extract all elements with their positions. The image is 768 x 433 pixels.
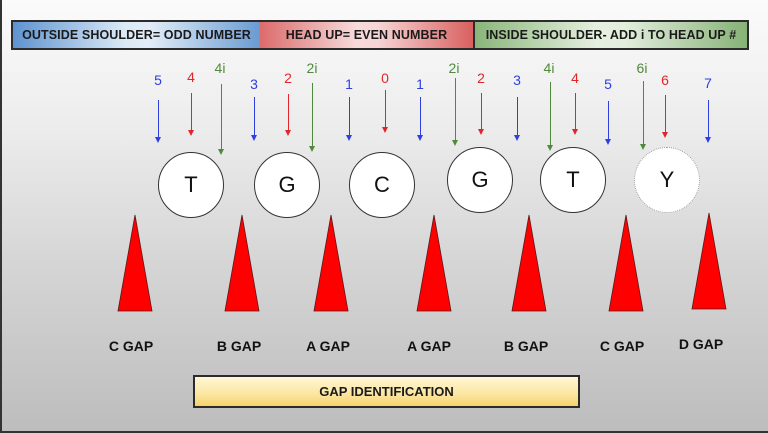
lineman-label: G (471, 167, 489, 192)
gap-triangle-icon (117, 214, 153, 312)
technique-number: 2 (477, 70, 485, 86)
technique-number: 4 (187, 69, 195, 85)
gap-label: A GAP (306, 338, 350, 354)
gap-triangle-icon (691, 212, 727, 310)
gap-triangle-icon (224, 214, 260, 312)
technique-number: 1 (416, 76, 424, 92)
gap-label: B GAP (503, 338, 549, 354)
technique-number: 0 (381, 70, 389, 86)
lineman-label: C (374, 172, 390, 197)
lineman-label: T (184, 172, 198, 197)
gap-triangle-icon (608, 214, 644, 312)
gap-label: A GAP (407, 338, 451, 354)
technique-number: 2i (448, 60, 460, 76)
technique-number: 3 (513, 72, 521, 88)
lineman-guard-left: G (254, 152, 320, 218)
technique-number: 7 (704, 75, 712, 91)
gap-label: D GAP (678, 336, 724, 352)
technique-number: 2 (284, 70, 292, 86)
technique-number: 2i (306, 60, 318, 76)
gap-identification-title: GAP IDENTIFICATION (193, 375, 580, 408)
gap-label: C GAP (108, 338, 154, 354)
gap-label: B GAP (216, 338, 262, 354)
footer-title: GAP IDENTIFICATION (319, 384, 454, 399)
technique-number: 5 (154, 72, 162, 88)
lineman-tackle-right: T (540, 147, 606, 213)
technique-number: 4 (571, 70, 579, 86)
technique-number: 4i (214, 60, 226, 76)
legend-inside-shoulder: INSIDE SHOULDER- ADD i TO HEAD UP # (473, 20, 749, 50)
lineman-guard-right: G (447, 147, 513, 213)
technique-number: 5 (604, 76, 612, 92)
legend-outside-shoulder: OUTSIDE SHOULDER= ODD NUMBER (11, 20, 262, 50)
lineman-tackle-left: T (158, 152, 224, 218)
gap-label: C GAP (599, 338, 645, 354)
lineman-tight-end: Y (634, 147, 700, 213)
technique-number: 4i (543, 60, 555, 76)
lineman-label: T (566, 167, 580, 192)
technique-number: 1 (345, 76, 353, 92)
gap-triangle-icon (313, 214, 349, 312)
legend-outside-shoulder-label: OUTSIDE SHOULDER= ODD NUMBER (22, 28, 251, 42)
legend-head-up-label: HEAD UP= EVEN NUMBER (285, 28, 448, 42)
technique-number: 6i (636, 60, 648, 76)
lineman-label: G (278, 172, 296, 197)
legend-inside-shoulder-label: INSIDE SHOULDER- ADD i TO HEAD UP # (485, 28, 737, 42)
lineman-center: C (349, 152, 415, 218)
technique-number: 3 (250, 76, 258, 92)
gap-triangle-icon (511, 214, 547, 312)
lineman-label: Y (659, 167, 675, 192)
gap-triangle-icon (416, 214, 452, 312)
technique-number: 6 (661, 72, 669, 88)
legend-head-up: HEAD UP= EVEN NUMBER (260, 20, 475, 50)
